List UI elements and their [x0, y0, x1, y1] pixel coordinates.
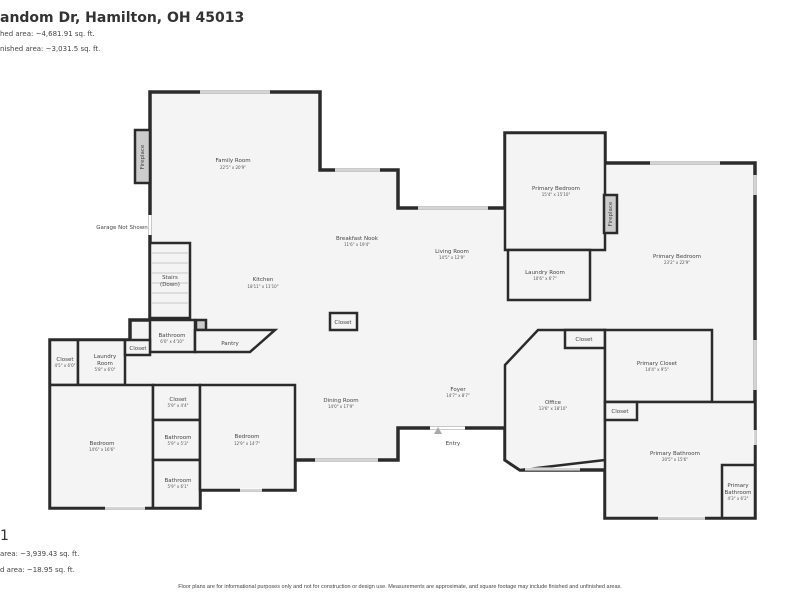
living-room-dim: 14'5" x 12'9" [439, 255, 465, 260]
bathroom-2-label: Bathroom [164, 435, 191, 441]
windows [105, 90, 757, 520]
bedroom-right-dim: 12'9" x 14'7" [234, 441, 260, 446]
closet-kitchen [328, 311, 359, 332]
bathroom-2-dim: 5'9" x 5'3" [168, 441, 189, 446]
bathroom-1-dim: 6'0" x 4'10" [160, 339, 184, 344]
floor-label: 1 [0, 528, 9, 544]
entry-label: Entry [446, 441, 461, 447]
primary-bathroom-label: Primary Bathroom [650, 451, 700, 457]
primary-bedroom-2-label: Primary Bedroom [653, 254, 701, 260]
floor-finished-area: area: ~3,939.43 sq. ft. [0, 550, 80, 558]
total-unfinished-area: nished area: ~3,031.5 sq. ft. [0, 45, 101, 53]
bathroom-3-label: Bathroom [164, 478, 191, 484]
fireplace-right-label: Fireplace [608, 201, 614, 226]
bedroom-right-label: Bedroom [235, 434, 260, 440]
foyer-label: Foyer [450, 387, 466, 393]
closet-mid-dim: 5'9" x 4'4" [168, 403, 189, 408]
primary-bathroom-small-label-2: Bathroom [724, 490, 751, 496]
utility-box [194, 318, 208, 332]
stair-treads [152, 252, 188, 304]
office-dim: 13'6" x 18'10" [539, 406, 568, 411]
bathroom-3 [151, 458, 202, 510]
kitchen-label: Kitchen [253, 277, 274, 283]
fireplace-left-label: Fireplace [140, 144, 146, 169]
laundry-left-dim: 5'8" x 6'0" [95, 367, 116, 372]
bedroom-left-dim: 14'6" x 16'6" [89, 447, 115, 452]
dining-room-label: Dining Room [323, 398, 358, 404]
closet-bath [603, 400, 639, 422]
closet-left-dim: 4'5" x 6'0" [55, 363, 76, 368]
living-room-label: Living Room [435, 249, 469, 255]
laundry-room [506, 248, 592, 302]
closet-left-label: Closet [56, 357, 74, 363]
floor-unfinished-area: d area: ~18.95 sq. ft. [0, 566, 75, 574]
primary-bathroom-small [720, 463, 757, 520]
primary-bathroom-small-label: Primary [727, 483, 749, 489]
breakfast-nook-label: Breakfast Nook [336, 236, 379, 242]
stairs [148, 241, 192, 320]
closet-mid-label: Closet [169, 397, 187, 403]
fireplace-left [133, 128, 152, 185]
bathroom-1-label: Bathroom [158, 333, 185, 339]
bathroom-3-dim: 5'9" x 6'1" [168, 484, 189, 489]
foyer-dim: 14'7" x 8'7" [446, 393, 470, 398]
laundry-left-label-2: Room [97, 361, 113, 367]
office-label: Office [545, 400, 562, 406]
primary-bedroom-1-label: Primary Bedroom [532, 186, 580, 192]
primary-bedroom-1-dim: 15'4" x 15'10" [542, 192, 571, 197]
primary-bedroom-2-dim: 23'2" x 22'9" [664, 260, 690, 265]
primary-closet [603, 328, 714, 404]
closet-kitchen-label: Closet [334, 320, 352, 326]
closet-office-label: Closet [575, 337, 593, 343]
bedroom-left-label: Bedroom [90, 441, 115, 447]
disclaimer: Floor plans are for informational purpos… [178, 584, 622, 590]
primary-bathroom-small-dim: 4'3" x 6'2" [728, 496, 749, 501]
breakfast-nook-dim: 11'6" x 19'4" [344, 242, 370, 247]
stairs-label: Stairs [162, 275, 178, 281]
entry-arrow-icon [434, 427, 442, 434]
pantry-label: Pantry [221, 341, 239, 347]
closet-hall-label: Closet [129, 346, 147, 352]
family-room-dim: 22'5" x 20'9" [220, 165, 246, 170]
closet-bath-label: Closet [611, 409, 629, 415]
garage-note: Garage Not Shown [96, 225, 148, 231]
closet-hall [123, 338, 152, 357]
fireplace-right [602, 193, 619, 235]
laundry-left [76, 338, 127, 387]
total-finished-area: hed area: ~4,681.91 sq. ft. [0, 30, 95, 38]
dining-room-dim: 14'0" x 17'9" [328, 404, 354, 409]
primary-closet-dim: 14'4" x 9'5" [645, 367, 669, 372]
pantry [193, 328, 279, 354]
bedroom-left [48, 383, 155, 510]
kitchen-dim: 18'11" x 11'10" [247, 284, 278, 289]
family-room-label: Family Room [215, 158, 250, 164]
primary-bathroom-dim: 20'5" x 15'6" [662, 457, 688, 462]
stairs-sub: (Down) [160, 282, 180, 288]
laundry-room-dim: 10'6" x 6'7" [533, 276, 557, 281]
laundry-room-label: Laundry Room [525, 270, 565, 276]
primary-closet-label: Primary Closet [637, 361, 678, 367]
laundry-left-label: Laundry [94, 354, 117, 360]
address-title: andom Dr, Hamilton, OH 45013 [0, 10, 245, 26]
